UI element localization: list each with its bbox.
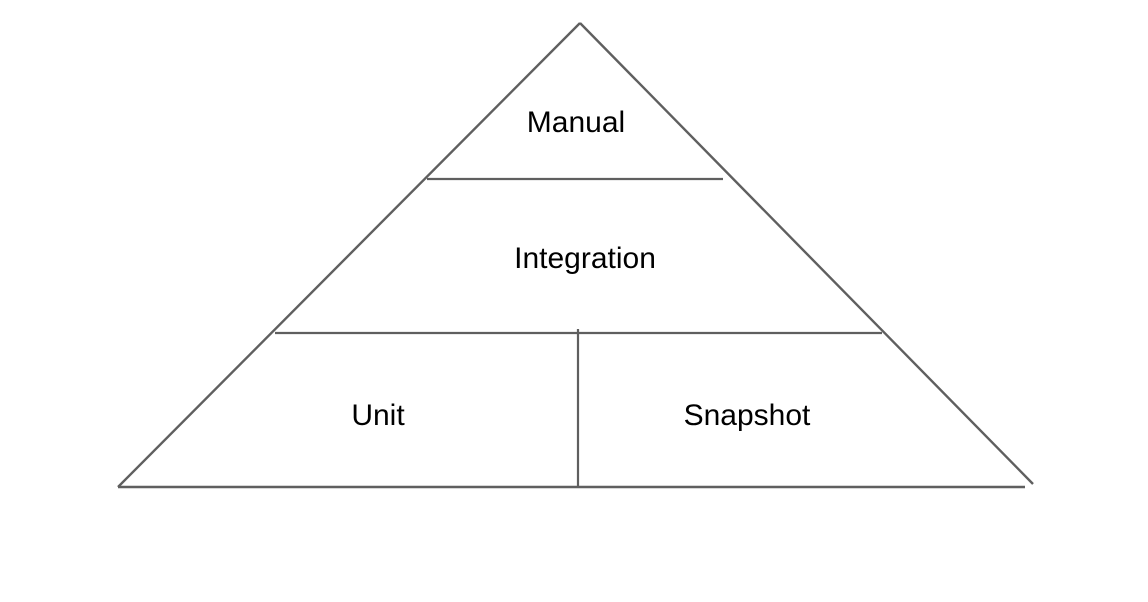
snapshot-level-label: Snapshot (684, 399, 811, 432)
manual-level-label: Manual (527, 106, 625, 139)
pyramid-right-edge (579, 22, 1034, 485)
unit-level-label: Unit (351, 399, 405, 432)
integration-level-label: Integration (514, 242, 656, 275)
pyramid-left-edge (117, 22, 581, 488)
